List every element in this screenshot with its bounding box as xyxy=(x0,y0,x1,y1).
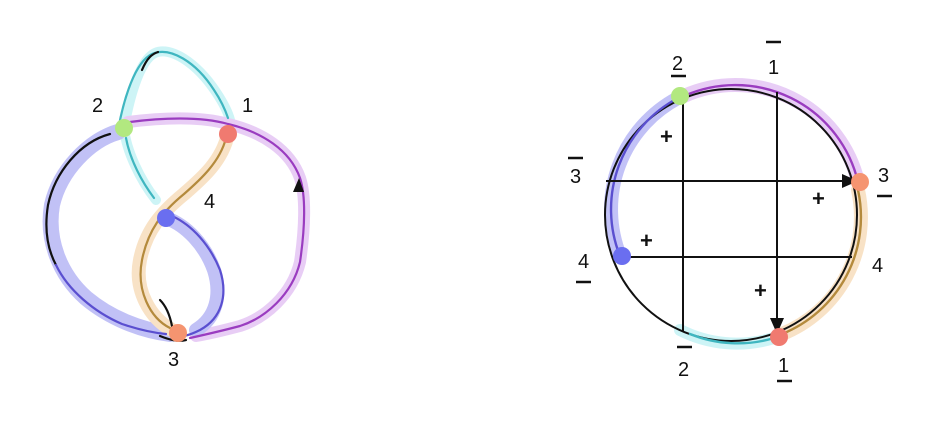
gauss-arcs xyxy=(609,83,863,345)
gauss-label-bottom-2: 2 xyxy=(678,359,689,381)
knot-crossing-1-dot xyxy=(219,125,237,143)
arc-cyan xyxy=(688,332,776,345)
arc-orange xyxy=(780,188,863,336)
strand-orange xyxy=(139,136,228,330)
gauss-diagram: 2 1 3 3 4 4 2 1 + + + + xyxy=(568,40,892,383)
chord-1-arrowhead xyxy=(770,318,784,334)
strand-black-left xyxy=(45,132,112,267)
halo-arc-orange xyxy=(775,183,868,341)
gauss-dot-3 xyxy=(851,173,869,191)
knot-halos xyxy=(42,46,311,342)
gauss-sign-chord-1: + xyxy=(754,278,767,303)
strand-cyan-loop xyxy=(116,50,230,132)
gauss-dot-1 xyxy=(770,328,788,346)
gauss-sign-chord-4: + xyxy=(640,228,653,253)
halo-arc-purple xyxy=(677,78,865,189)
knot-crossing-2-dot xyxy=(115,119,133,137)
knot-label-1: 1 xyxy=(242,95,253,117)
halo-cyan-down xyxy=(119,123,161,205)
gauss-sign-chord-3: + xyxy=(812,186,825,211)
gauss-label-right-4: 4 xyxy=(872,255,883,277)
gauss-label-left-4: 4 xyxy=(578,251,589,273)
knot-label-4: 4 xyxy=(204,191,215,213)
gauss-label-top-2: 2 xyxy=(672,53,683,75)
chord-3-arrowhead xyxy=(842,174,858,188)
strand-purple-top xyxy=(128,117,306,340)
gauss-dot-2 xyxy=(671,87,689,105)
knot-label-3: 3 xyxy=(168,349,179,371)
knot-crossing-3-dot xyxy=(169,324,187,342)
strand-cyan-down xyxy=(124,136,156,200)
gauss-label-top-1: 1 xyxy=(768,57,779,79)
gauss-label-left-3: 3 xyxy=(570,166,581,188)
arc-blue xyxy=(609,96,680,258)
halo-blue-inner xyxy=(159,211,225,337)
gauss-dot-4 xyxy=(613,247,631,265)
gauss-halos xyxy=(604,78,868,350)
knot-crossing-4-dot xyxy=(157,209,175,227)
gauss-chords xyxy=(606,92,852,331)
gauss-sign-chord-2: + xyxy=(660,124,673,149)
strand-black-right xyxy=(158,298,174,328)
gauss-label-right-3: 3 xyxy=(878,165,889,187)
gauss-label-bottom-1: 1 xyxy=(778,355,789,377)
halo-blue-left xyxy=(42,124,178,342)
knot-diagram: 1 2 3 4 xyxy=(42,46,311,371)
knot-orientation-arrow xyxy=(293,178,304,192)
strand-black-top xyxy=(140,50,160,72)
gauss-circle xyxy=(604,88,858,342)
strand-blue-inner xyxy=(170,214,225,338)
strand-blue-left xyxy=(54,263,168,336)
arc-purple xyxy=(682,83,860,184)
knot-label-2: 2 xyxy=(92,95,103,117)
